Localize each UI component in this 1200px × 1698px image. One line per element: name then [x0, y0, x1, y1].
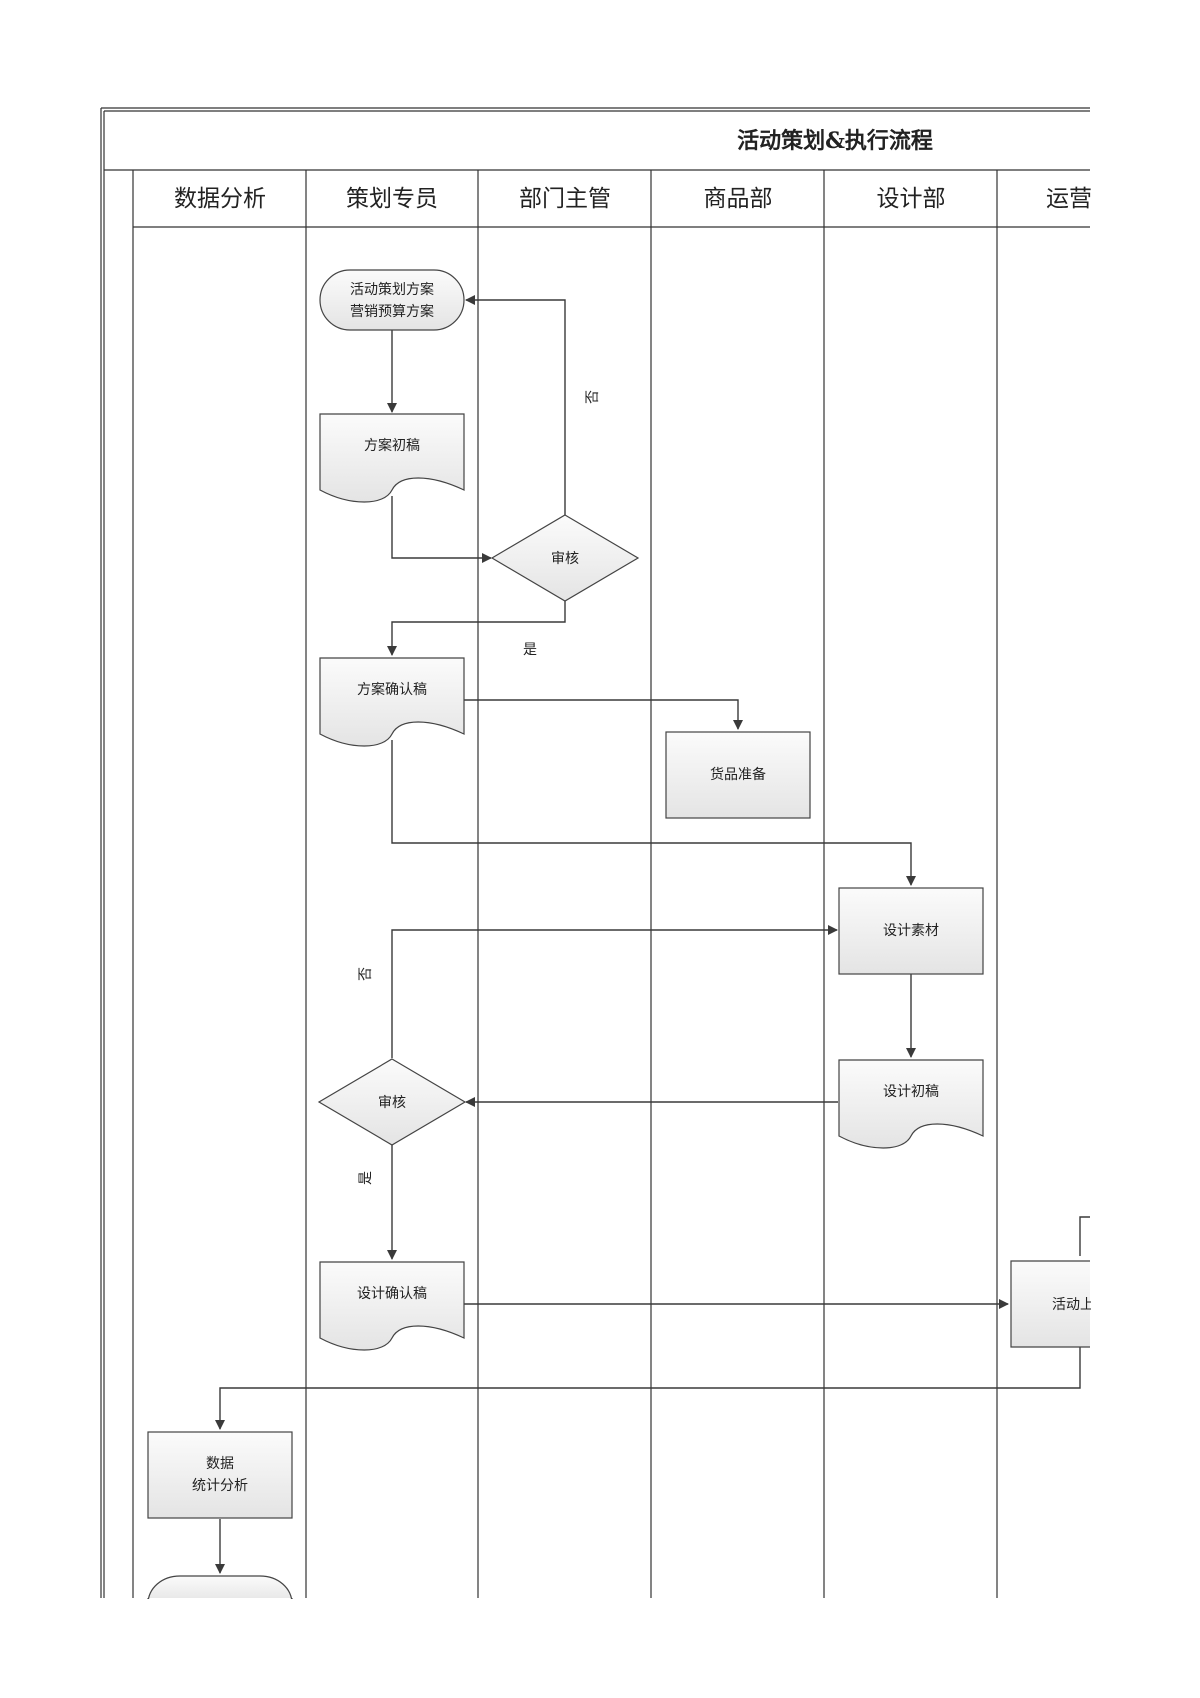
diagram-title: 活动策划&执行流程: [737, 128, 933, 154]
node-end-terminator: [147, 1575, 293, 1605]
edge-label-review1-no: 否: [585, 390, 601, 404]
node-activity-label: 活动上: [1052, 1297, 1094, 1313]
node-design-material: 设计素材: [838, 887, 984, 975]
node-design-confirmed-document: 设计确认稿: [319, 1261, 465, 1351]
lane-header-planning-specialist: 策划专员: [346, 186, 438, 212]
node-confirmed-label: 方案确认稿: [357, 681, 427, 698]
node-review1-label: 审核: [551, 551, 579, 567]
node-stats-line1: 数据: [206, 1456, 234, 1472]
node-review2-diamond: 审核: [317, 1058, 467, 1146]
pool-frame: [100, 107, 1090, 1598]
edge-draft-to-review1: [391, 496, 492, 563]
node-review2-label: 审核: [378, 1095, 406, 1111]
node-design-draft-label: 设计初稿: [883, 1083, 939, 1100]
lane-header-operations: 运营: [1046, 186, 1092, 212]
edge-activity-to-stats: [215, 1346, 1081, 1430]
lane-headers: 数据分析 策划专员 部门主管 商品部 设计部 运营: [174, 186, 1092, 212]
edge-label-review2-yes: 是: [358, 1171, 374, 1185]
lane-header-data-analysis: 数据分析: [174, 186, 266, 212]
edge-review1-no-loop: [465, 295, 566, 515]
node-draft-label: 方案初稿: [364, 437, 420, 454]
node-design-confirmed-label: 设计确认稿: [357, 1286, 427, 1302]
node-confirmed-document: 方案确认稿: [319, 657, 465, 747]
edge-labels: 否 是 否 是: [358, 390, 601, 1185]
node-stats-analysis: 数据 统计分析: [147, 1431, 293, 1519]
node-design-draft-document: 设计初稿: [838, 1059, 984, 1149]
connectors: [215, 295, 1090, 1574]
node-goods-label: 货品准备: [710, 766, 766, 783]
edge-confirmed-to-design-material: [391, 740, 916, 886]
node-plan-start: 活动策划方案 营销预算方案: [319, 269, 465, 331]
node-draft-document: 方案初稿: [319, 413, 465, 503]
node-review1-diamond: 审核: [490, 514, 640, 602]
edge-label-review1-yes: 是: [523, 642, 537, 658]
node-activity-launch: 活动上: [1010, 1260, 1094, 1348]
edge-label-review2-no: 否: [358, 967, 374, 981]
edge-review2-no-to-design-material: [391, 925, 838, 1058]
edge-activity-top-stub: [1079, 1216, 1090, 1256]
node-design-material-label: 设计素材: [883, 923, 939, 939]
edge-review1-yes-to-confirmed: [387, 601, 566, 656]
node-plan-start-line1: 活动策划方案: [350, 281, 434, 298]
lane-header-department-manager: 部门主管: [519, 186, 611, 212]
node-stats-line2: 统计分析: [192, 1478, 248, 1494]
page-right-margin: [1091, 100, 1200, 1610]
lane-header-merchandise: 商品部: [704, 186, 773, 212]
edge-confirmed-to-goods: [464, 699, 743, 730]
node-plan-start-line2: 营销预算方案: [350, 303, 434, 320]
page-bottom-margin: [0, 1599, 1200, 1698]
node-goods-preparation: 货品准备: [665, 731, 811, 819]
nodes: 活动策划方案 营销预算方案 方案初稿 审核 方案确认稿 货品准备 设计素材: [147, 269, 1094, 1605]
lane-header-design: 设计部: [877, 186, 946, 212]
